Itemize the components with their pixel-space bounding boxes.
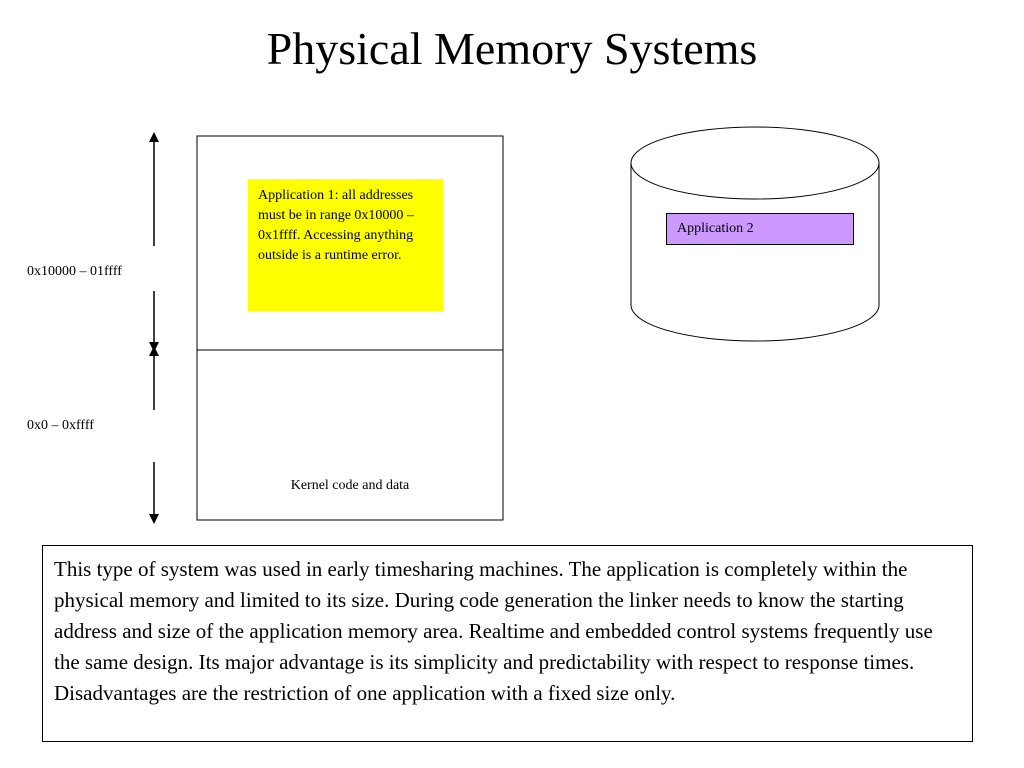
slide-title: Physical Memory Systems bbox=[266, 23, 758, 74]
kernel-label: Kernel code and data bbox=[290, 478, 410, 493]
upper-range-label: 0x10000 – 01ffff bbox=[27, 264, 122, 279]
disk-cylinder-body bbox=[630, 163, 880, 342]
lower-range-label: 0x0 – 0xffff bbox=[27, 418, 94, 433]
application-1-box: Application 1: all addresses must be in … bbox=[248, 179, 443, 311]
disk-cylinder-top bbox=[630, 126, 880, 200]
application-2-box: Application 2 bbox=[666, 213, 854, 245]
description-text: This type of system was used in early ti… bbox=[42, 545, 973, 742]
